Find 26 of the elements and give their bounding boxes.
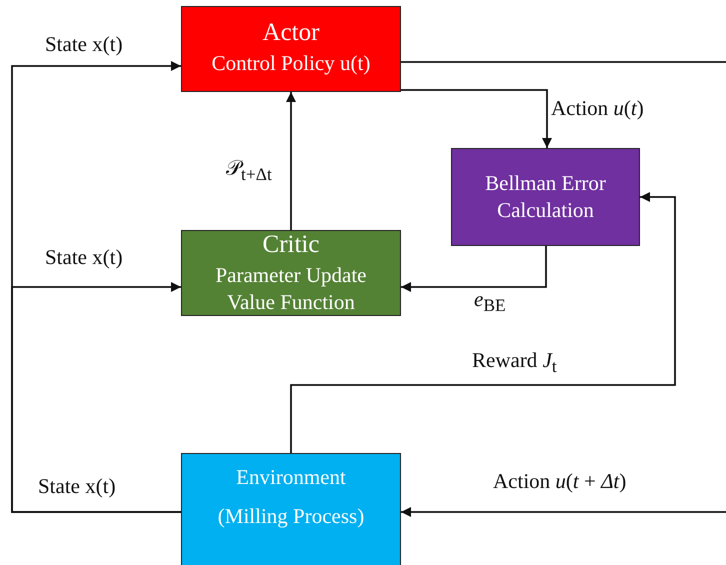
connector-line <box>401 61 726 63</box>
box-title: Actor <box>262 18 320 48</box>
arrow <box>11 282 181 513</box>
edge-label: Action u(t) <box>551 97 644 120</box>
arrow <box>401 507 726 517</box>
box-text: (Milling Process) <box>218 503 364 530</box>
process-box <box>451 148 640 246</box>
process-box <box>181 453 401 565</box>
edge-label: Action u(t + Δt) <box>493 470 626 494</box>
box-text: Bellman Error Calculation <box>484 170 607 224</box>
process-box <box>181 230 401 316</box>
arrow <box>401 89 552 148</box>
arrow <box>286 92 296 230</box>
edge-label: Reward J$_{t}$ <box>472 349 557 376</box>
arrow <box>401 246 547 292</box>
box-title: Critic <box>262 230 320 260</box>
box-title: Environment <box>236 464 346 491</box>
process-box <box>181 6 401 92</box>
edge-label: State x(t) <box>45 246 123 270</box>
box-text: Control Policy u(t) <box>212 50 370 76</box>
edge-label: State x(t) <box>45 33 123 56</box>
edge-label: 𝒫$_{t+Δt}$ <box>226 157 272 184</box>
signal-label: State x(t) <box>38 475 116 498</box>
arrow <box>290 192 676 453</box>
edge-label: e$_{BE}$ <box>474 288 506 316</box>
box-text: Parameter Update Value Function <box>214 262 368 316</box>
